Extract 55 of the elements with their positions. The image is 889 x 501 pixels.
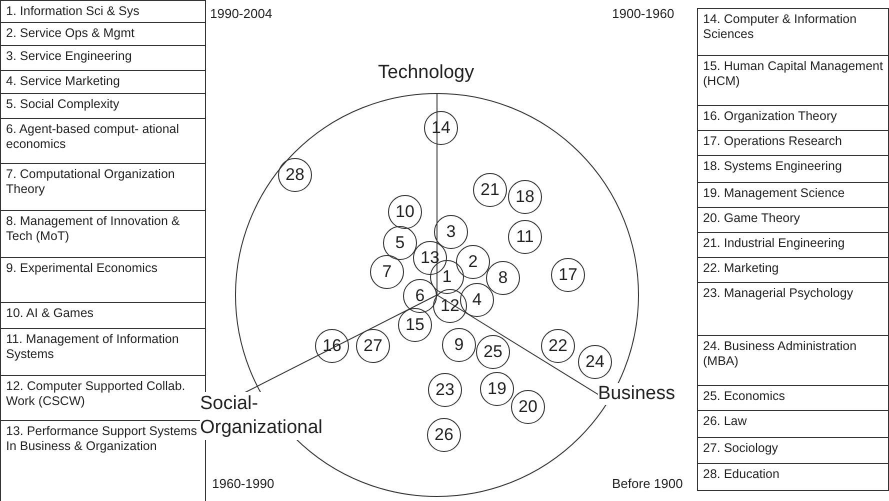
- legend-entry: 11. Management of Information Systems: [0, 328, 206, 376]
- legend-entry: 26. Law: [697, 410, 889, 438]
- numbered-circle: 2: [456, 245, 490, 279]
- numbered-circle: 24: [578, 345, 612, 379]
- axis-label: Business: [598, 383, 676, 405]
- legend-entry: 16. Organization Theory: [697, 105, 889, 131]
- legend-entry: 23. Managerial Psychology: [697, 282, 889, 336]
- numbered-circle: 20: [511, 390, 545, 424]
- legend-entry: 25. Economics: [697, 385, 889, 411]
- legend-entry: 21. Industrial Engineering: [697, 232, 889, 258]
- numbered-circle: 22: [541, 329, 575, 363]
- period-label: 1960-1990: [212, 476, 274, 491]
- legend-entry: 3. Service Engineering: [0, 45, 206, 71]
- numbered-circle: 10: [388, 195, 422, 229]
- numbered-circle: 25: [476, 335, 510, 369]
- legend-entry: 7. Computational Organization Theory: [0, 163, 206, 211]
- numbered-circle: 18: [508, 180, 542, 214]
- numbered-circle: 15: [398, 308, 432, 342]
- numbered-circle: 3: [434, 215, 468, 249]
- legend-entry: 6. Agent-based comput- ational economics: [0, 118, 206, 164]
- period-label: 1900-1960: [612, 6, 674, 21]
- legend-entry: 4. Service Marketing: [0, 70, 206, 94]
- period-label: Before 1900: [612, 476, 683, 491]
- legend-entry: 5. Social Complexity: [0, 93, 206, 119]
- numbered-circle: 21: [473, 173, 507, 207]
- legend-entry: 8. Management of Innovation & Tech (MoT): [0, 210, 206, 258]
- numbered-circle: 19: [480, 372, 514, 406]
- period-label: 1990-2004: [210, 6, 272, 21]
- legend-entry: 14. Computer & Information Sciences: [697, 8, 889, 56]
- legend-entry: 18. Systems Engineering: [697, 155, 889, 183]
- legend-entry: 1. Information Sci & Sys: [0, 0, 206, 23]
- numbered-circle: 11: [508, 220, 542, 254]
- numbered-circle: 27: [356, 329, 390, 363]
- legend-entry: 28. Education: [697, 463, 889, 491]
- numbered-circle: 9: [442, 328, 476, 362]
- legend-entry: 15. Human Capital Management (HCM): [697, 55, 889, 106]
- legend-entry: 27. Sociology: [697, 437, 889, 464]
- legend-entry: 2. Service Ops & Mgmt: [0, 22, 206, 46]
- legend-entry: 17. Operations Research: [697, 130, 889, 156]
- numbered-circle: 28: [278, 158, 312, 192]
- numbered-circle: 6: [403, 279, 437, 313]
- legend-entry: 10. AI & Games: [0, 302, 206, 329]
- numbered-circle: 17: [551, 258, 585, 292]
- numbered-circle: 7: [370, 255, 404, 289]
- legend-entry: 20. Game Theory: [697, 207, 889, 233]
- axis-label: Technology: [378, 62, 474, 84]
- legend-entry: 9. Experimental Economics: [0, 257, 206, 303]
- legend-entry: 19. Management Science: [697, 182, 889, 208]
- numbered-circle: 8: [486, 261, 520, 295]
- numbered-circle: 5: [383, 226, 417, 260]
- legend-entry: 24. Business Administration (MBA): [697, 335, 889, 386]
- numbered-circle: 26: [427, 418, 461, 452]
- legend-entry: 22. Marketing: [697, 257, 889, 283]
- numbered-circle: 4: [460, 283, 494, 317]
- numbered-circle: 23: [428, 373, 462, 407]
